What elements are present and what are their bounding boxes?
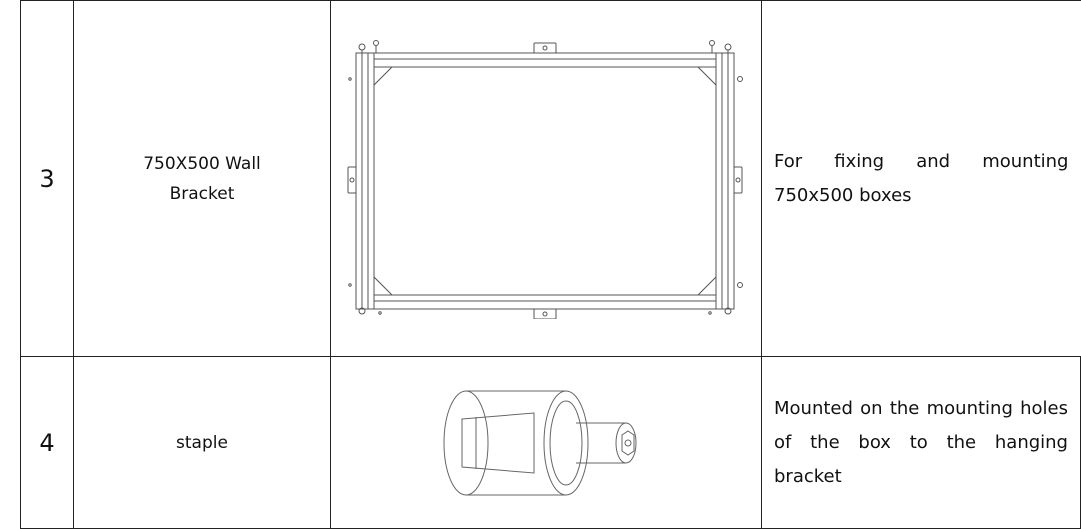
part-name: staple [73, 356, 331, 529]
part-name-line: Bracket [169, 183, 235, 204]
part-image-cell [330, 0, 762, 357]
description-text: Mounted on the mounting holes of the box… [774, 397, 1068, 487]
staple-drawing [443, 390, 637, 495]
part-name-line: 750X500 Wall [143, 153, 261, 174]
description-text: For fixing and mounting 750x500 boxes [774, 150, 1069, 206]
part-name: 750X500 Wall Bracket [73, 0, 331, 357]
row-number: 4 [20, 356, 74, 529]
table-row: 3 750X500 Wall Bracket [20, 0, 1081, 357]
wall-bracket-drawing [347, 39, 743, 319]
part-image-cell [330, 356, 762, 529]
parts-table: 3 750X500 Wall Bracket [20, 0, 1081, 529]
table-row: 4 staple [20, 356, 1081, 529]
part-description: For fixing and mounting 750x500 boxes [761, 0, 1081, 357]
part-description: Mounted on the mounting holes of the box… [761, 356, 1081, 529]
row-number: 3 [20, 0, 74, 357]
